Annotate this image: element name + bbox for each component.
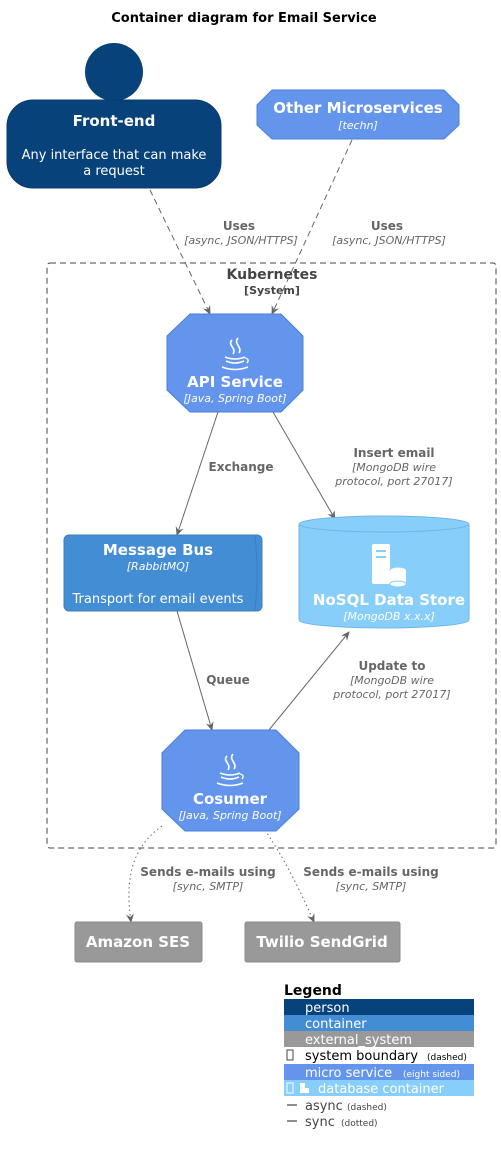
edge-tech-update-2: protocol, port 27017] [332, 688, 450, 701]
other-microservices-name: Other Microservices [273, 99, 443, 117]
amazon-ses-name: Amazon SES [86, 933, 190, 951]
legend-container-swatch [284, 1015, 474, 1031]
edge-label-twilio: Sends e-mails using [303, 865, 438, 879]
legend-micro-note: (eight sided) [403, 1070, 460, 1080]
legend-db-box-icon [286, 1082, 294, 1094]
twilio-sendgrid-name: Twilio SendGrid [256, 933, 387, 951]
edge-consumer-to-nosql [268, 631, 350, 731]
legend: Legend person container external_system … [284, 983, 474, 1130]
consumer-name: Cosumer [193, 790, 268, 808]
legend-micro: micro service [305, 1066, 392, 1081]
edge-label-insert: Insert email [353, 446, 434, 460]
edge-label-update: Update to [358, 659, 425, 673]
edge-tech-ses: [sync, SMTP] [173, 880, 244, 893]
twilio-sendgrid-shape [244, 921, 401, 963]
twilio-sendgrid-node[interactable]: Twilio SendGrid [244, 921, 401, 963]
legend-async: async [305, 1099, 343, 1114]
edge-other-to-api [271, 139, 353, 315]
legend-external-swatch [284, 1031, 474, 1047]
legend-boundary-note: (dashed) [427, 1053, 467, 1063]
consumer-node[interactable]: Cosumer [Java, Spring Boot] [161, 729, 300, 832]
frontend-name: Front-end [73, 112, 156, 130]
edge-consumer-to-ses [125, 825, 163, 923]
boundary-name: Kubernetes [227, 267, 318, 283]
edge-api-to-nosql [272, 411, 336, 520]
legend-sync-note: (dotted) [341, 1119, 378, 1129]
nosql-top [298, 515, 470, 533]
message-bus-node[interactable]: Message Bus [RabbitMQ] Transport for ema… [63, 534, 263, 612]
edge-label-exchange: Exchange [209, 460, 274, 474]
frontend-desc-1: Any interface that can make [22, 148, 207, 163]
message-bus-name: Message Bus [103, 541, 213, 559]
edge-frontend-to-api [149, 189, 211, 315]
boundary-box-icon [286, 1049, 294, 1061]
other-microservices-shape [256, 89, 460, 140]
boundary-type: [System] [244, 284, 300, 297]
legend-person-swatch [284, 999, 474, 1015]
legend-db: database container [318, 1082, 445, 1097]
api-service-name: API Service [187, 373, 283, 391]
message-bus-desc: Transport for email events [72, 592, 244, 607]
legend-async-note: (dashed) [347, 1103, 387, 1113]
legend-title: Legend [284, 983, 342, 999]
edge-tech-twilio: [sync, SMTP] [336, 880, 407, 893]
edge-label-fe-uses: Uses [223, 219, 255, 233]
edge-tech-fe-uses: [async, JSON/HTTPS] [184, 234, 298, 247]
person-head-icon [85, 43, 143, 101]
diagram-title: Container diagram for Email Service [111, 11, 377, 26]
nosql-node[interactable]: NoSQL Data Store [MongoDB x.x.x] [298, 515, 470, 629]
edge-label-other-uses: Uses [371, 219, 403, 233]
api-service-node[interactable]: API Service [Java, Spring Boot] [166, 313, 304, 413]
edge-label-ses: Sends e-mails using [140, 865, 275, 879]
edge-tech-insert-2: protocol, port 27017] [334, 475, 452, 488]
legend-container: container [305, 1017, 367, 1032]
other-microservices-node[interactable]: Other Microservices [techn] [256, 89, 460, 140]
legend-person: person [305, 1001, 350, 1016]
system-boundary [46, 262, 497, 849]
legend-boundary: system boundary [305, 1049, 418, 1064]
other-microservices-tech: [techn] [338, 119, 378, 132]
legend-micro-swatch [284, 1064, 474, 1080]
edge-api-to-bus [175, 411, 219, 536]
message-bus-tech: [RabbitMQ] [127, 560, 189, 573]
amazon-ses-node[interactable]: Amazon SES [74, 921, 203, 963]
edge-tech-insert-1: [MongoDB wire [352, 461, 436, 474]
person-body [6, 99, 222, 189]
consumer-shape [161, 729, 300, 832]
api-service-tech: [Java, Spring Boot] [183, 392, 286, 405]
nosql-name: NoSQL Data Store [313, 591, 465, 609]
legend-sync: sync [305, 1115, 335, 1130]
queue-end-line [254, 535, 258, 611]
edge-tech-update-1: [MongoDB wire [350, 674, 434, 687]
frontend-person[interactable]: Front-end Any interface that can make a … [6, 43, 222, 189]
consumer-tech: [Java, Spring Boot] [178, 809, 281, 822]
database-server-icon [372, 544, 407, 588]
database-server-icon [300, 1083, 309, 1093]
edge-bus-to-consumer [176, 610, 214, 731]
edge-tech-other-uses: [async, JSON/HTTPS] [332, 234, 446, 247]
frontend-desc-2: a request [83, 164, 145, 179]
legend-external: external_system [305, 1033, 412, 1048]
nosql-tech: [MongoDB x.x.x] [343, 610, 435, 623]
amazon-ses-shape [74, 921, 203, 963]
edge-label-queue: Queue [206, 673, 250, 687]
legend-db-swatch [284, 1080, 474, 1096]
message-bus-shape [63, 534, 263, 612]
